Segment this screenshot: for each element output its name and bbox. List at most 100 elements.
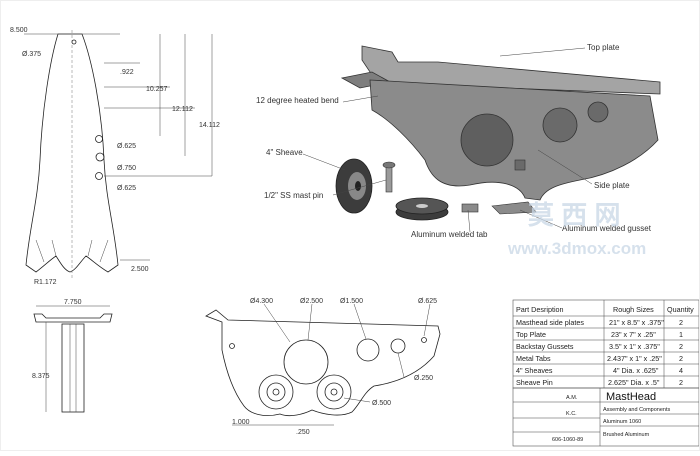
sp-dim-d: Ø.625	[418, 298, 437, 305]
watermark-url: www.3dmox.com	[507, 239, 646, 258]
dim-radius: R1.172	[34, 279, 57, 286]
dim-d1: .922	[120, 69, 134, 76]
side-dim-width: 7.750	[64, 299, 82, 306]
front-view: 8.500 Ø.375 .922 10.257 12.112 14.112 Ø.…	[10, 27, 220, 286]
side-plate-hole-mid	[542, 107, 578, 143]
title-block-subtitle: Assembly and Components	[603, 407, 671, 413]
side-plate-view: Ø4.300 Ø2.500 Ø1.500 Ø.625 Ø.250 Ø.500 1…	[205, 298, 441, 436]
label-tab: Aluminum welded tab	[411, 230, 488, 239]
side-plate-view-pin-hole-right	[421, 337, 427, 343]
dim-bottom: 2.500	[131, 266, 149, 273]
label-side-plate: Side plate	[594, 181, 630, 190]
label-top-plate: Top plate	[587, 43, 620, 52]
sp-dim-e: Ø.250	[414, 375, 433, 382]
top-plate-shape	[361, 45, 661, 95]
title-block: MastHead Assembly and Components Aluminu…	[512, 387, 700, 447]
leader-gusset	[519, 209, 563, 229]
parts-table-cell: Masthead side plates	[516, 318, 584, 327]
leader-bend	[342, 95, 379, 103]
sp-leader-b	[307, 303, 313, 341]
dim-hole-dia: Ø.375	[22, 51, 41, 58]
side-plate-hole-small	[587, 101, 609, 123]
side-view-body	[61, 323, 85, 413]
isometric-assembly: Top plate 12 degree heated bend 4" Sheav…	[256, 43, 661, 239]
side-plate-view-sheave-left	[258, 374, 294, 410]
parts-table-cell: 4" Dia. x .625"	[613, 366, 659, 375]
side-plate-view-outline	[205, 309, 441, 417]
title-block-material: Aluminum 1060	[603, 419, 641, 425]
title-block-title: MastHead	[606, 391, 656, 403]
tab-shape	[461, 203, 479, 213]
dim-d4: 14.112	[199, 122, 220, 129]
leader-top-plate	[499, 47, 586, 57]
parts-table-cell: 2	[679, 342, 683, 351]
side-plate-tab	[514, 159, 526, 171]
dim-d2: 10.257	[146, 86, 168, 93]
dim-h3: Ø.625	[117, 185, 136, 192]
sp-dim-a: Ø4.300	[250, 298, 273, 305]
side-plate-view-sheave-right	[316, 374, 352, 410]
sp-leader-c	[353, 303, 367, 340]
label-bend: 12 degree heated bend	[256, 96, 339, 105]
parts-table-cell: 2.625" Dia. x .5"	[608, 378, 660, 387]
label-mast-pin: 1/2" SS mast pin	[264, 191, 323, 200]
label-sheave: 4" Sheave	[266, 148, 303, 157]
gusset-shape	[491, 201, 537, 215]
leader-sheave	[302, 153, 346, 171]
parts-table-cell: Backstay Gussets	[516, 342, 574, 351]
sp-leader-e	[397, 352, 405, 378]
parts-table-cell: 2	[679, 378, 683, 387]
side-plate-view-pin-hole-left	[229, 343, 235, 349]
leader-pin	[332, 179, 387, 196]
parts-table-cell: 2	[679, 318, 683, 327]
parts-table-cell: 4	[679, 366, 683, 375]
front-hole-1	[95, 135, 103, 143]
parts-table-cell: Top Plate	[516, 330, 546, 339]
sp-dim-f: Ø.500	[372, 400, 391, 407]
parts-table: Part Desription Rough Sizes Quantity Mas…	[512, 299, 700, 389]
front-hole-2	[95, 152, 105, 162]
parts-table-cell: Sheave Pin	[516, 378, 553, 387]
parts-table-cell: 21" x 8.5" x .375"	[609, 318, 664, 327]
sp-leader-d	[423, 303, 431, 337]
side-plate-view-hole-large	[283, 339, 329, 385]
label-gusset: Aluminum welded gusset	[562, 224, 652, 233]
front-slots	[35, 239, 109, 263]
watermark-cn: 莫 西 网	[528, 200, 620, 230]
front-plate-outline	[25, 33, 119, 273]
leader-tab	[467, 209, 471, 233]
side-plate-shape	[369, 79, 659, 201]
leader-side-plate	[537, 149, 593, 185]
sp-dim-c: Ø1.500	[340, 298, 363, 305]
front-top-hole	[71, 39, 77, 45]
side-plate-view-hole-small	[390, 338, 406, 354]
parts-table-cell: 4" Sheaves	[516, 366, 553, 375]
sp-dim-h: .250	[296, 429, 310, 436]
side-view: 7.750 8.375	[32, 299, 113, 413]
parts-table-cell: 3.5" x 1" x .375"	[609, 342, 660, 351]
parts-table-cell: 2	[679, 354, 683, 363]
parts-table-cell: 1	[679, 330, 683, 339]
mast-pin-shape	[382, 161, 396, 193]
side-plate-hole-large	[460, 113, 514, 167]
parts-table-cell: Metal Tabs	[516, 354, 551, 363]
title-block-checked-by: K.C.	[566, 411, 577, 417]
side-plate-view-hole-mid	[356, 338, 380, 362]
parts-table-cell: 2.437" x 1" x .25"	[607, 354, 662, 363]
front-hole-3	[95, 172, 103, 180]
parts-table-header-desc: Part Desription	[516, 305, 564, 314]
title-block-drawing-no: 606-1060-89	[552, 437, 583, 443]
title-block-finish: Brushed Aluminum	[603, 432, 650, 438]
sheave-shape	[335, 158, 373, 214]
sp-dim-g: 1.000	[232, 419, 250, 426]
side-view-outline	[33, 313, 113, 323]
sp-leader-f	[343, 397, 371, 403]
watermark: 莫 西 网 www.3dmox.com	[507, 200, 646, 258]
lower-sheaves-shape	[395, 197, 449, 221]
dim-d3: 12.112	[172, 106, 193, 113]
dim-top-width: 8.500	[10, 27, 28, 34]
parts-table-header-size: Rough Sizes	[613, 305, 654, 314]
side-dim-height: 8.375	[32, 373, 50, 380]
